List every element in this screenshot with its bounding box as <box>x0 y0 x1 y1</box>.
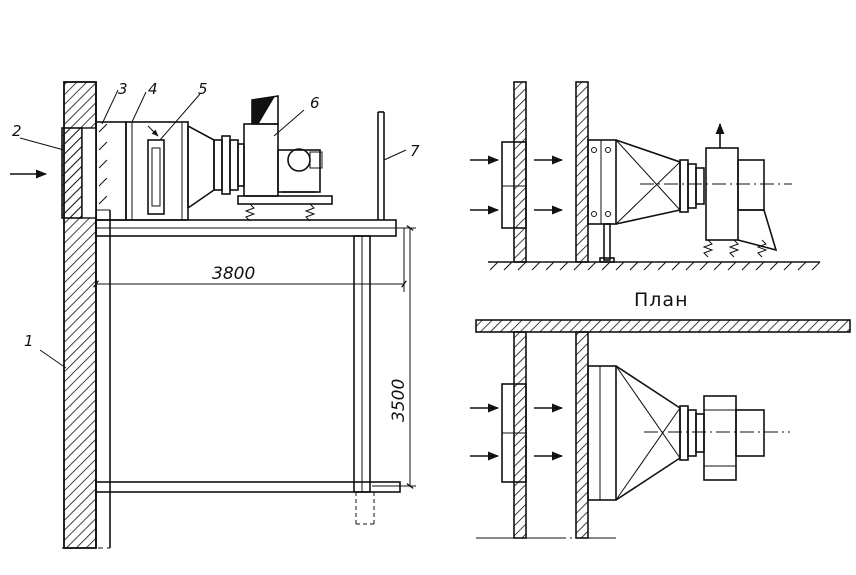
section-view: 3800 3500 1 2 3 4 5 6 7 <box>10 80 420 549</box>
indicator-window <box>147 125 165 215</box>
plan-label: План <box>634 289 689 311</box>
exhaust-pipe <box>377 111 385 220</box>
dimension-width: 3800 <box>93 228 407 292</box>
plan-view <box>470 319 851 539</box>
fan-base <box>237 195 333 222</box>
heater-section <box>125 121 189 221</box>
flex-connector <box>213 135 245 195</box>
dimension-height: 3500 <box>372 225 416 489</box>
label-7: 7 <box>410 142 420 160</box>
dimension-width-text: 3800 <box>212 264 255 284</box>
label-3: 3 <box>118 80 128 98</box>
label-2: 2 <box>12 122 22 140</box>
transition-cone <box>187 125 215 209</box>
filter-section <box>95 121 127 221</box>
label-6: 6 <box>310 94 320 112</box>
dimension-height-text: 3500 <box>389 379 409 422</box>
label-4: 4 <box>148 80 158 98</box>
louver-grille <box>61 127 97 219</box>
label-5: 5 <box>198 80 208 98</box>
leader-lines <box>19 89 407 369</box>
label-1: 1 <box>24 332 34 350</box>
fan-unit <box>243 95 323 197</box>
elevation-view <box>470 81 821 271</box>
